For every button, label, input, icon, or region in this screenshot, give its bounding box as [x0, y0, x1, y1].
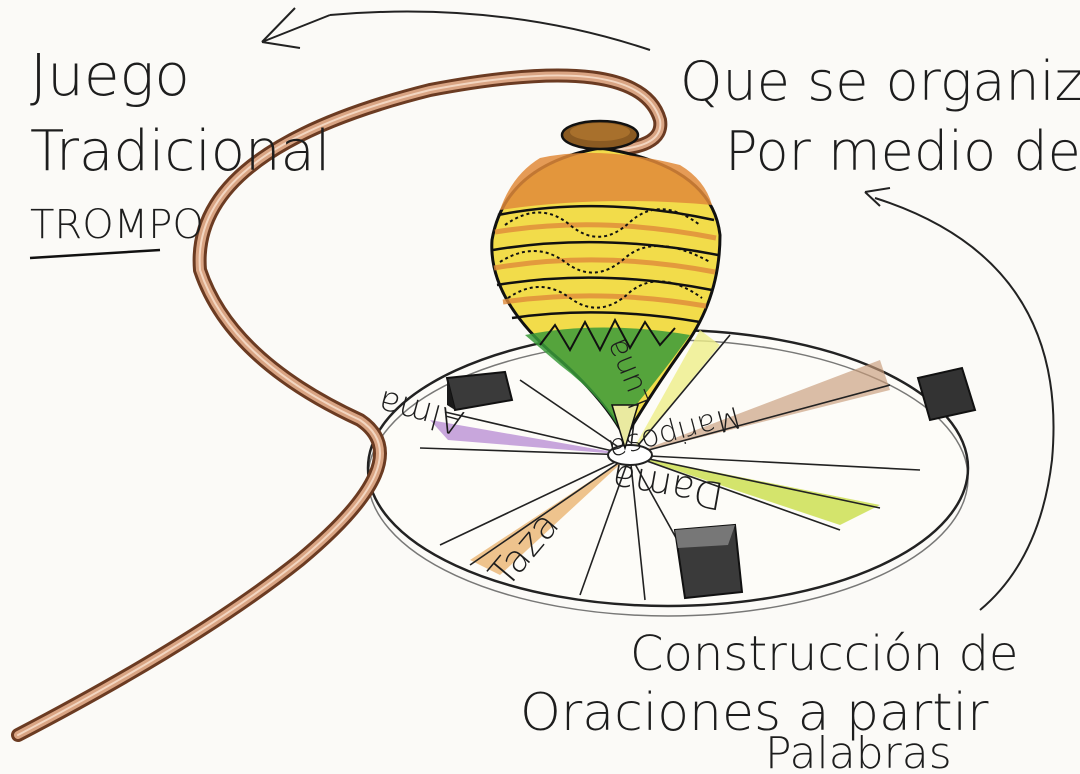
top-bands	[492, 204, 719, 324]
title-underline	[29, 248, 161, 260]
wedge-orange	[470, 455, 630, 575]
title-line-3: TROMPO	[30, 202, 204, 248]
block-right	[916, 366, 977, 422]
block-left	[445, 370, 514, 412]
title-line-1: Juego	[30, 41, 190, 109]
block-bottom	[673, 523, 744, 600]
wedge-yellow	[630, 330, 720, 455]
wheel-spokes	[419, 329, 921, 601]
activity-line-2: Oraciones a partir	[520, 683, 989, 743]
top-waves	[499, 208, 711, 309]
title-line-2: Tradicional	[30, 119, 330, 184]
spinning-top	[490, 119, 722, 451]
wheel-hub	[607, 444, 653, 466]
activity-line-3: Palabras	[765, 728, 952, 774]
arrow-right	[864, 187, 1055, 611]
purpose-line-1: Que se organizara	[680, 50, 1080, 113]
top-zigzag	[539, 317, 676, 353]
wedge-brown	[630, 360, 890, 455]
wedge-green	[630, 455, 880, 525]
wheel-board	[366, 328, 970, 617]
wedge-purple	[430, 420, 630, 455]
rope	[11, 68, 668, 742]
arrow-top-left	[261, 7, 651, 51]
purpose-line-2: Por medio de	[725, 120, 1080, 183]
activity-line-1: Construcción de	[630, 626, 1018, 682]
